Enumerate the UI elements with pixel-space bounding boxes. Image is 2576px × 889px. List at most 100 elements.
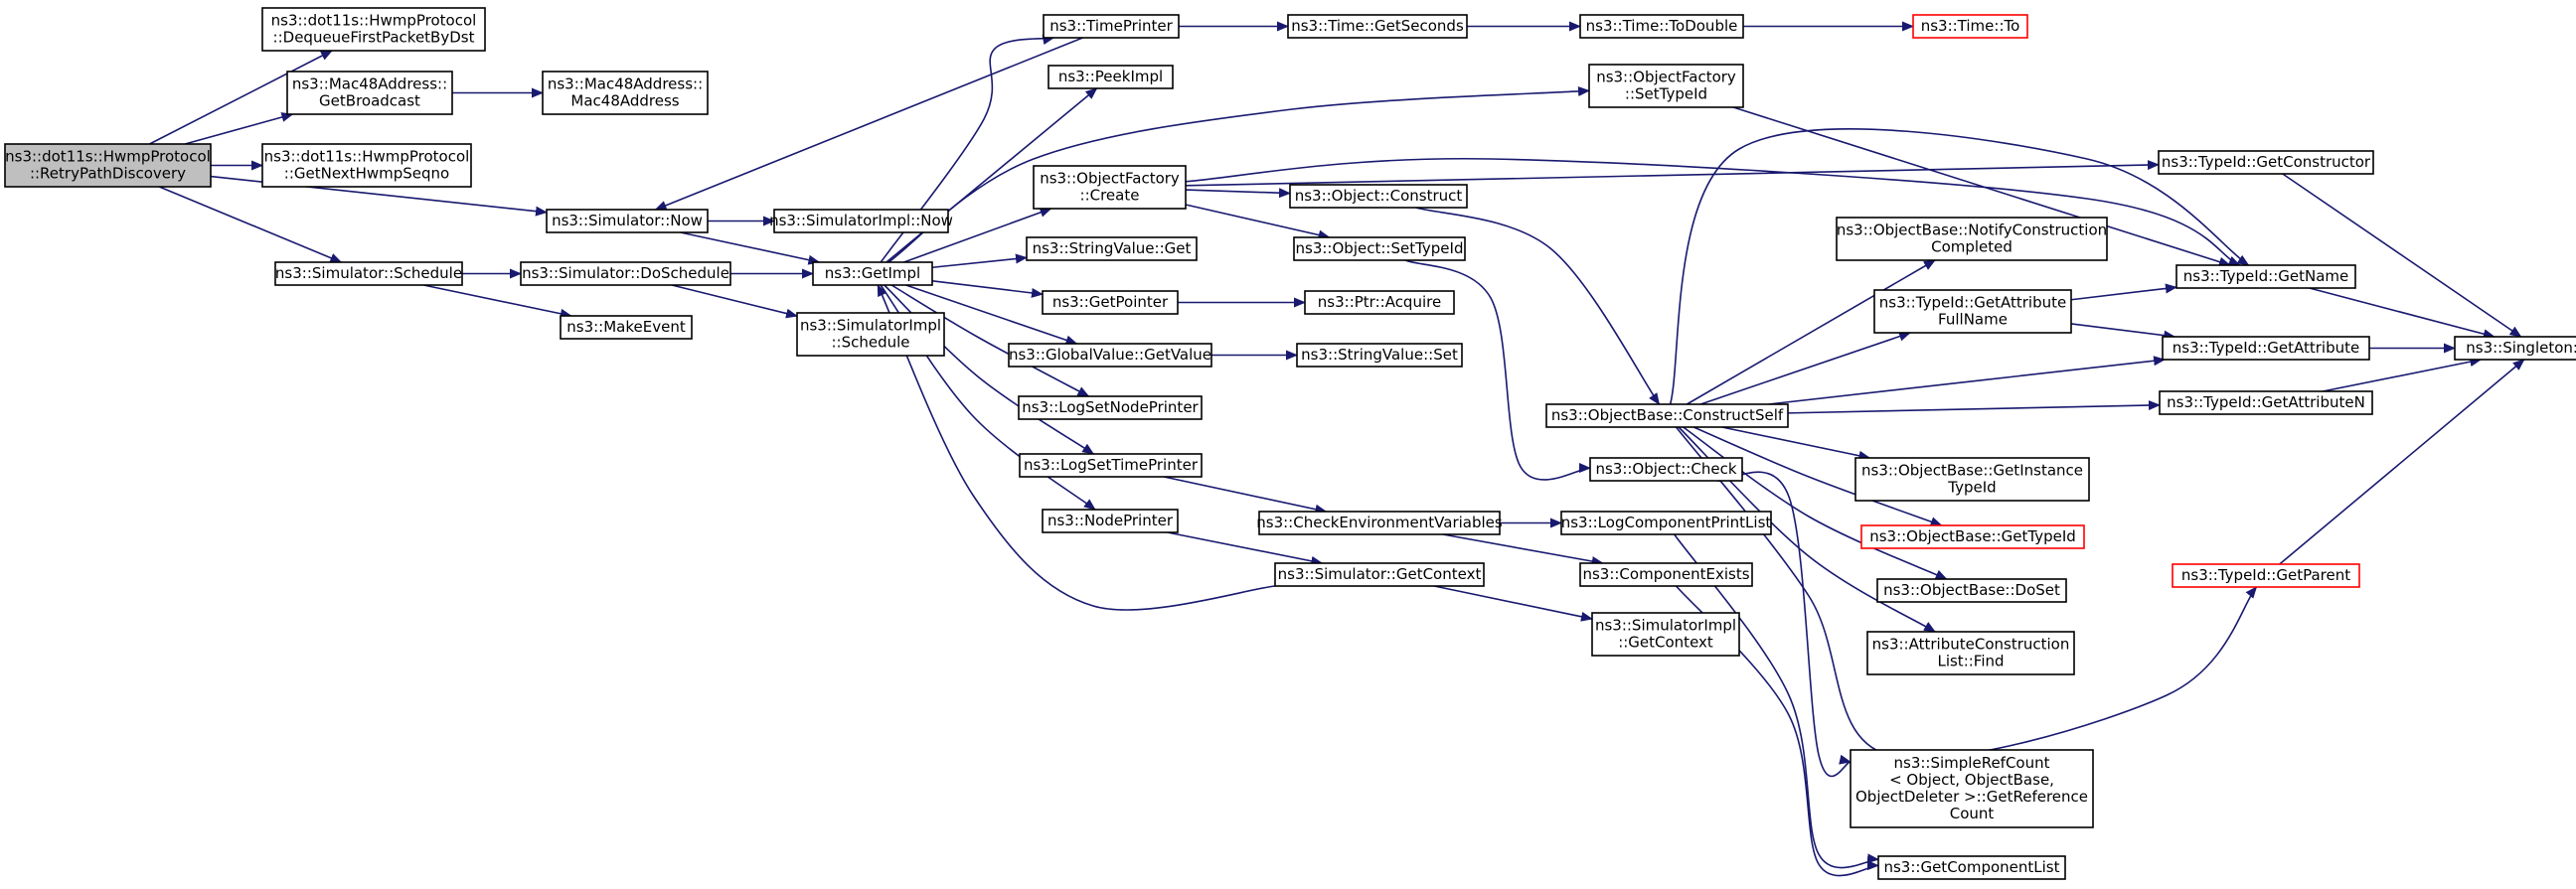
node-box <box>1008 343 1212 368</box>
node-sim_schedule[interactable]: ns3::Simulator::Schedule <box>274 261 463 286</box>
node-objfactory_create[interactable]: ns3::ObjectFactory::Create <box>1033 165 1187 210</box>
edge-arrow <box>2282 173 2522 338</box>
node-box <box>4 143 212 188</box>
node-simimpl_now[interactable]: ns3::SimulatorImpl::Now <box>769 209 953 233</box>
node-typeid_getattributen[interactable]: ns3::TypeId::GetAttributeN <box>2159 390 2373 415</box>
node-hwmp_retry[interactable]: ns3::dot11s::HwmpProtocol::RetryPathDisc… <box>4 143 212 188</box>
node-object_settypeid[interactable]: ns3::Object::SetTypeId <box>1293 236 1466 261</box>
edge-arrow <box>1434 585 1593 622</box>
node-label-line: List::Find <box>1937 652 2004 669</box>
node-hwmp_seqno[interactable]: ns3::dot11s::HwmpProtocol::GetNextHwmpSe… <box>261 143 472 188</box>
edge-arrow <box>2279 359 2525 565</box>
node-logcomponentprintlist[interactable]: ns3::LogComponentPrintList <box>1560 511 1772 535</box>
node-objbase_notify[interactable]: ns3::ObjectBase::NotifyConstructionCompl… <box>1836 217 2108 261</box>
node-hwmp_dequeue[interactable]: ns3::dot11s::HwmpProtocol::DequeueFirstP… <box>261 7 486 52</box>
edge-arrow <box>1768 356 2167 405</box>
node-getpointer[interactable]: ns3::GetPointer <box>1042 290 1179 315</box>
node-label-line: ns3::GetImpl <box>825 264 920 282</box>
node-label-line: ns3::Mac48Address:: <box>292 74 447 92</box>
node-label-line: ::GetNextHwmpSeqno <box>284 164 449 182</box>
edge-arrow <box>1185 160 2160 187</box>
node-label-line: FullName <box>1938 310 2008 328</box>
node-box <box>520 261 731 286</box>
node-label-line: ns3::StringValue::Set <box>1301 346 1458 364</box>
node-mac48_bcast[interactable]: ns3::Mac48Address::GetBroadcast <box>286 71 453 115</box>
edge-sim_getcontext-to-getimpl <box>877 284 1276 611</box>
node-box <box>2454 336 2576 361</box>
node-ptr_acquire[interactable]: ns3::Ptr::Acquire <box>1304 290 1455 315</box>
node-label-line: ns3::ObjectBase::GetInstance <box>1861 461 2083 479</box>
node-componentexists[interactable]: ns3::ComponentExists <box>1579 562 1753 587</box>
edge-arrow <box>877 284 1276 611</box>
node-stringvalue_get[interactable]: ns3::StringValue::Get <box>1026 236 1198 261</box>
edge-logcomponentprintlist-to-getcomponentlist <box>1674 533 1879 869</box>
node-objbase_doset[interactable]: ns3::ObjectBase::DoSet <box>1876 578 2067 603</box>
node-box <box>1589 457 1743 482</box>
node-label-line: ns3::LogComponentPrintList <box>1561 514 1772 531</box>
edge-arrow <box>671 284 798 319</box>
node-box <box>1560 511 1772 535</box>
node-box <box>812 261 933 286</box>
edge-objbase_constructself-to-objbase_doset <box>1683 426 1948 580</box>
node-box <box>1293 236 1466 261</box>
node-timeprinter[interactable]: ns3::TimePrinter <box>1043 14 1180 39</box>
edge-arrow <box>905 284 1078 346</box>
edge-arrow <box>1686 259 1936 405</box>
node-typeid_getattribute[interactable]: ns3::TypeId::GetAttribute <box>2162 336 2370 361</box>
edge-objbase_constructself-to-typeid_getattribute <box>1768 356 2167 405</box>
edge-objbase_constructself-to-objbase_gettypeid <box>1692 426 1943 526</box>
node-logsetnodeprinter[interactable]: ns3::LogSetNodePrinter <box>1018 395 1203 420</box>
node-label-line: ns3::TypeId::GetName <box>2183 267 2348 285</box>
edge-objbase_constructself-to-typeid_getattributen <box>1787 400 2161 414</box>
node-time_getseconds[interactable]: ns3::Time::GetSeconds <box>1287 14 1468 39</box>
edge-arrow <box>1404 259 1591 481</box>
node-checkenv[interactable]: ns3::CheckEnvironmentVariables <box>1256 511 1503 535</box>
node-sim_doschedule[interactable]: ns3::Simulator::DoSchedule <box>520 261 731 286</box>
edge-arrow <box>422 284 572 319</box>
node-logsettimeprinter[interactable]: ns3::LogSetTimePrinter <box>1019 453 1203 478</box>
edge-object_construct-to-objbase_constructself <box>1415 207 1661 405</box>
edge-arrow <box>903 208 1052 263</box>
node-mac48_ctor[interactable]: ns3::Mac48Address::Mac48Address <box>542 71 709 115</box>
node-time_to[interactable]: ns3::Time::To <box>1912 14 2028 39</box>
node-label-line: ns3::Object::Check <box>1595 460 1736 478</box>
node-singleton_get[interactable]: ns3::Singleton::Get <box>2454 336 2576 361</box>
node-object_construct[interactable]: ns3::Object::Construct <box>1289 184 1468 209</box>
node-stringvalue_set[interactable]: ns3::StringValue::Set <box>1296 343 1463 368</box>
node-label-line: ns3::Object::SetTypeId <box>1296 239 1464 257</box>
edge-objfactory_create-to-object_construct <box>1185 188 1291 199</box>
node-object_check[interactable]: ns3::Object::Check <box>1589 457 1743 482</box>
node-peekimpl[interactable]: ns3::PeekImpl <box>1047 65 1174 89</box>
edge-timeprinter-to-sim_now <box>654 37 1083 211</box>
node-objbase_constructself[interactable]: ns3::ObjectBase::ConstructSelf <box>1545 403 1789 428</box>
node-globalvalue_getvalue[interactable]: ns3::GlobalValue::GetValue <box>1008 343 1212 368</box>
edge-arrow <box>2070 323 2176 341</box>
node-makeevent[interactable]: ns3::MakeEvent <box>560 315 693 340</box>
node-getimpl[interactable]: ns3::GetImpl <box>812 261 933 286</box>
node-label-line: ns3::LogSetNodePrinter <box>1022 398 1199 416</box>
node-typeid_getparent[interactable]: ns3::TypeId::GetParent <box>2172 563 2360 588</box>
node-box <box>1876 578 2067 603</box>
node-typeid_getconstructor[interactable]: ns3::TypeId::GetConstructor <box>2158 150 2374 175</box>
node-objfactory_settypeid[interactable]: ns3::ObjectFactory::SetTypeId <box>1588 64 1744 108</box>
edge-arrow <box>654 37 1083 211</box>
edge-typeid_getconstructor-to-singleton_get <box>2282 173 2522 338</box>
node-nodeprinter[interactable]: ns3::NodePrinter <box>1042 509 1179 533</box>
node-sim_now[interactable]: ns3::Simulator::Now <box>546 209 709 233</box>
node-simplerefcount[interactable]: ns3::SimpleRefCount< Object, ObjectBase,… <box>1850 749 2094 828</box>
node-label-line: ::Schedule <box>831 333 909 351</box>
node-typeid_getname[interactable]: ns3::TypeId::GetName <box>2175 264 2356 289</box>
node-label-line: ::SetTypeId <box>1625 84 1707 102</box>
node-objbase_gettypeid[interactable]: ns3::ObjectBase::GetTypeId <box>1860 524 2085 549</box>
node-getcomponentlist[interactable]: ns3::GetComponentList <box>1877 855 2066 880</box>
node-simimpl_schedule[interactable]: ns3::SimulatorImpl::Schedule <box>796 312 945 357</box>
node-simimpl_getcontext[interactable]: ns3::SimulatorImpl::GetContext <box>1591 612 1740 657</box>
node-time_todouble[interactable]: ns3::Time::ToDouble <box>1579 14 1744 39</box>
edge-logsettimeprinter-to-checkenv <box>1163 476 1328 515</box>
node-label-line: ::DequeueFirstPacketByDst <box>273 28 475 46</box>
node-sim_getcontext[interactable]: ns3::Simulator::GetContext <box>1274 562 1485 587</box>
